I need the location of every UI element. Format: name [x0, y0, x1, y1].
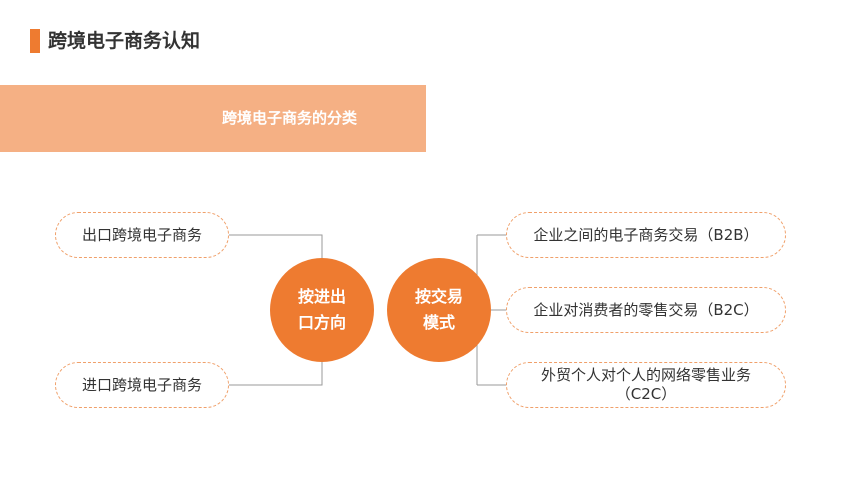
mode-hub-line2: 模式 [422, 313, 455, 332]
direction-hub-line2: 口方向 [297, 313, 346, 332]
direction-hub-line1: 按进出 [297, 287, 346, 306]
connector-export [229, 234, 323, 262]
page-title: 跨境电子商务认知 [48, 30, 201, 52]
title-accent-bar [30, 29, 40, 53]
direction-hub-circle: 按进出 口方向 [270, 258, 374, 362]
section-banner-text: 跨境电子商务的分类 [222, 109, 358, 127]
b2c-category-label: 企业对消费者的零售交易（B2C） [533, 300, 759, 319]
mode-hub-line1: 按交易 [414, 287, 463, 306]
export-category-pill: 出口跨境电子商务 [55, 212, 229, 258]
c2c-category-label: 外贸个人对个人的网络零售业务（C2C） [540, 366, 751, 403]
mode-hub-circle: 按交易 模式 [387, 258, 491, 362]
b2b-category-pill: 企业之间的电子商务交易（B2B） [506, 212, 786, 258]
import-category-pill: 进口跨境电子商务 [55, 362, 229, 408]
c2c-category-pill: 外贸个人对个人的网络零售业务（C2C） [506, 362, 786, 408]
import-category-label: 进口跨境电子商务 [81, 375, 202, 394]
b2b-category-label: 企业之间的电子商务交易（B2B） [533, 225, 759, 244]
section-banner [0, 85, 426, 152]
b2c-category-pill: 企业对消费者的零售交易（B2C） [506, 287, 786, 333]
export-category-label: 出口跨境电子商务 [81, 225, 202, 244]
connector-import [229, 358, 323, 386]
